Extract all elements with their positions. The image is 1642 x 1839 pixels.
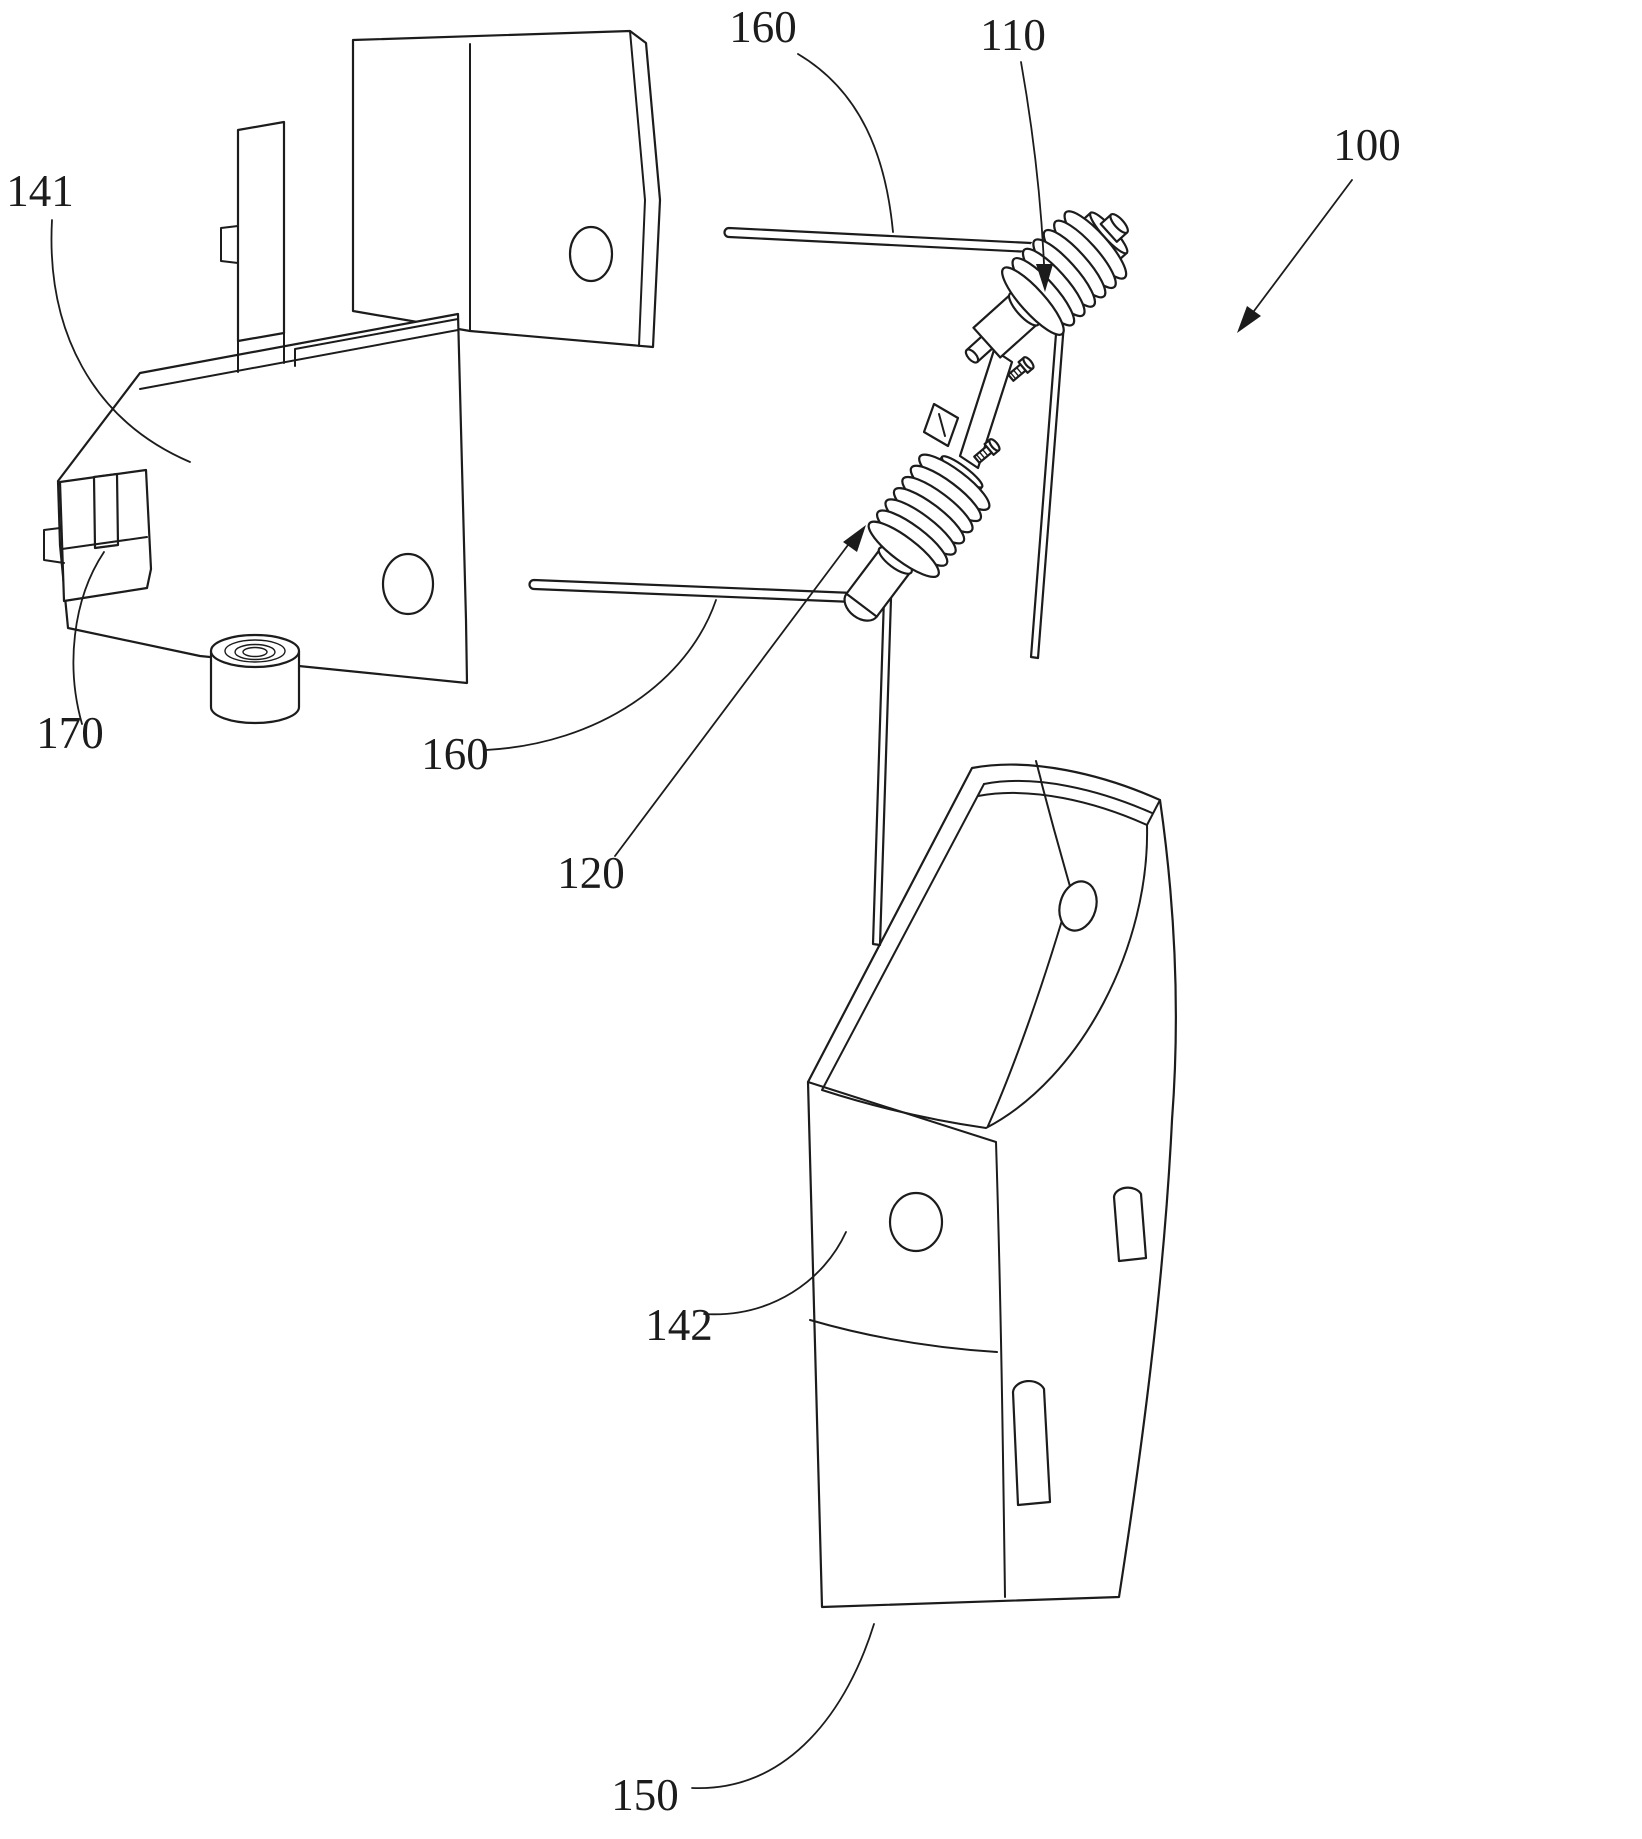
side-slot [1112,1186,1148,1263]
back-plate [351,29,662,349]
spring110-coil-turn [1042,228,1107,299]
label-110: 110 [980,10,1046,60]
back-plate-details [469,30,646,347]
base-housing [56,312,469,685]
label-170: 170 [36,708,104,758]
label-120: 120 [557,848,625,898]
spring120-coil-turn [892,487,966,545]
leader-120 [614,544,849,857]
upper-rod-160 [723,226,1033,254]
arrowhead-100 [1237,306,1261,333]
label-160-top: 160 [729,2,797,52]
reference-labels: 160 110 100 141 170 160 120 142 150 [6,2,1401,1820]
link-clip-detail [938,413,946,437]
back-plate-hole [568,225,614,283]
leader-142 [703,1231,847,1316]
boss-bore-ring [234,643,276,661]
boss-counterbore-ring [224,639,286,663]
bracket-part [43,29,662,725]
upper-vertical-leg [1029,319,1066,660]
base-housing-details [139,318,459,390]
housing-front-wall-lines [807,1081,1006,1598]
leader-100 [1253,179,1353,312]
boss-cylinder-body [209,649,301,725]
leader-150 [691,1623,875,1789]
leader-160-top [797,53,894,233]
base-front-hole [381,552,435,616]
leader-110 [1020,61,1045,265]
leader-lines [50,53,1353,1789]
leader-160-mid [485,599,717,751]
spring-assembly [843,210,1129,622]
spring120-coil-turn [918,453,991,511]
spring120-coil-turn [867,520,940,578]
curved-housing-silhouette [806,763,1177,1609]
leader-170 [72,551,105,725]
screw-upper [1007,356,1035,382]
label-150: 150 [611,1770,679,1820]
label-100: 100 [1333,120,1401,170]
housing-rim-lines [977,760,1161,826]
spring120-coil-turn [901,475,974,534]
clevis-fork-details [43,527,148,564]
front-face-hole [888,1191,944,1253]
left-flange-step [220,225,239,264]
torsion-spring-110 [964,210,1129,364]
spring-rods [528,226,1066,947]
link-shaft [958,348,1014,470]
arrowhead-120 [843,525,866,552]
lower-rod-160 [528,578,880,605]
inner-floor-hole [1058,880,1098,932]
spring110-coil-turn [1001,266,1065,336]
spring120-coil-turn [884,498,957,556]
left-flange [236,120,286,343]
arrowhead-110 [1036,264,1053,292]
screw-lower [973,438,1001,464]
lower-vertical-leg [871,595,893,947]
clevis-fork-slot [92,472,120,550]
bottom-slot [1011,1379,1052,1507]
curved-housing-part [806,760,1177,1609]
boss-bore-inner [242,646,268,658]
label-141: 141 [6,166,74,216]
label-160-mid: 160 [421,729,489,779]
torsion-spring-120 [843,453,991,622]
label-142: 142 [645,1300,713,1350]
leader-141 [50,219,191,463]
spring120-coil-turn [909,464,983,523]
